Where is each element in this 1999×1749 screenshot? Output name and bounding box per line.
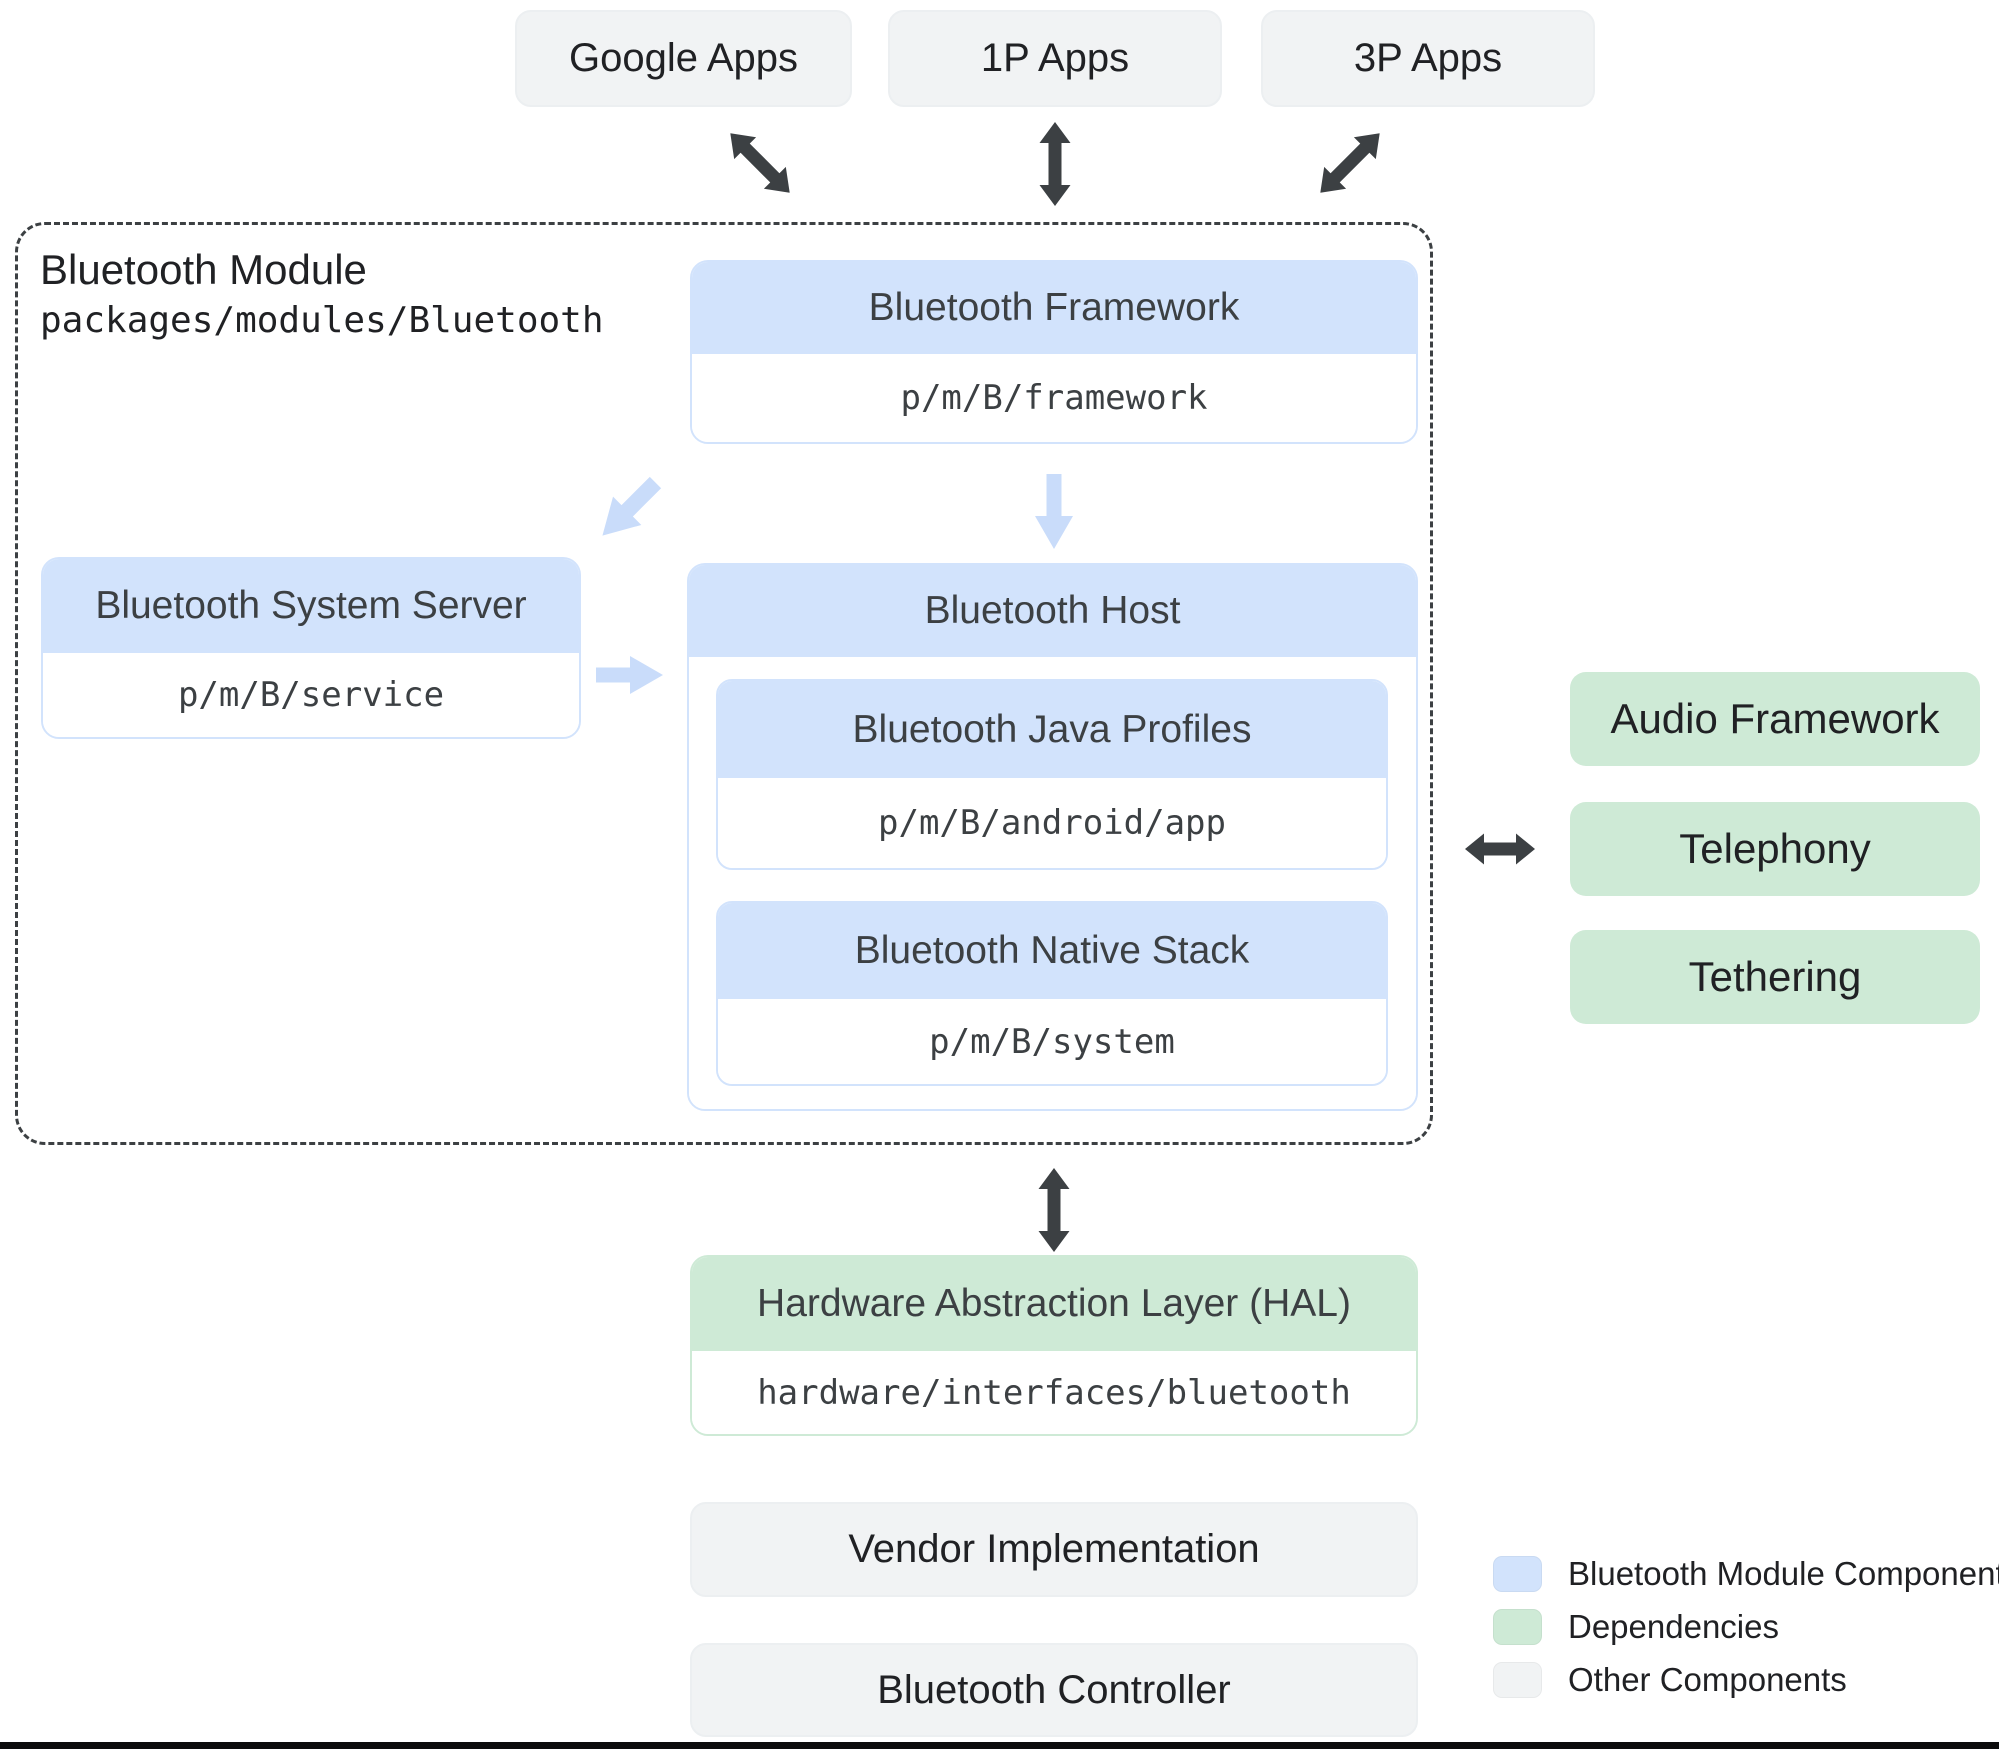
- audio-framework-label: Audio Framework: [1610, 695, 1940, 742]
- telephony-label: Telephony: [1679, 825, 1871, 872]
- legend: Bluetooth Module Components Dependencies…: [1493, 1555, 1999, 1715]
- bluetooth-module-path: packages/modules/Bluetooth: [40, 300, 604, 342]
- first-party-apps-bidirectional-arrow-icon: [1037, 122, 1073, 206]
- legend-label-dependencies: Dependencies: [1568, 1608, 1779, 1645]
- audio-framework-box: Audio Framework: [1570, 672, 1980, 766]
- first-party-apps-box: 1P Apps: [888, 10, 1222, 107]
- bluetooth-host-title: Bluetooth Host: [689, 565, 1416, 657]
- bluetooth-native-stack-title: Bluetooth Native Stack: [718, 903, 1386, 999]
- tethering-box: Tethering: [1570, 930, 1980, 1024]
- legend-item-module-components: Bluetooth Module Components: [1493, 1555, 1999, 1592]
- bluetooth-framework-path: p/m/B/framework: [692, 354, 1416, 442]
- first-party-apps-label: 1P Apps: [980, 36, 1130, 80]
- bluetooth-native-stack-path: p/m/B/system: [718, 999, 1386, 1084]
- bluetooth-system-server-path: p/m/B/service: [43, 653, 579, 737]
- bluetooth-host-body: Bluetooth Java Profiles p/m/B/android/ap…: [689, 657, 1416, 1109]
- vendor-implementation-label: Vendor Implementation: [848, 1527, 1260, 1571]
- host-to-dependencies-bidirectional-arrow-icon: [1465, 831, 1535, 867]
- google-apps-label: Google Apps: [568, 36, 799, 80]
- hal-card: Hardware Abstraction Layer (HAL) hardwar…: [690, 1255, 1418, 1436]
- legend-label-other-components: Other Components: [1568, 1661, 1847, 1698]
- legend-swatch-blue: [1493, 1556, 1542, 1592]
- bluetooth-host-card: Bluetooth Host Bluetooth Java Profiles p…: [687, 563, 1418, 1111]
- module-to-hal-bidirectional-arrow-icon: [1036, 1168, 1072, 1252]
- bluetooth-controller-label: Bluetooth Controller: [877, 1667, 1231, 1712]
- legend-swatch-green: [1493, 1609, 1542, 1645]
- telephony-box: Telephony: [1570, 802, 1980, 896]
- screenshot-bottom-edge: [0, 1742, 1999, 1749]
- bluetooth-java-profiles-title: Bluetooth Java Profiles: [718, 681, 1386, 778]
- tethering-label: Tethering: [1688, 953, 1862, 1000]
- bluetooth-module-label: Bluetooth Module packages/modules/Blueto…: [40, 246, 604, 341]
- bluetooth-module-boundary: [15, 222, 1433, 1145]
- bluetooth-java-profiles-path: p/m/B/android/app: [718, 778, 1386, 868]
- legend-swatch-gray: [1493, 1662, 1542, 1698]
- hal-title: Hardware Abstraction Layer (HAL): [692, 1257, 1416, 1351]
- legend-item-other-components: Other Components: [1493, 1661, 1999, 1698]
- bluetooth-module-title: Bluetooth Module: [40, 246, 367, 293]
- third-party-apps-label: 3P Apps: [1353, 36, 1503, 80]
- bluetooth-native-stack-card: Bluetooth Native Stack p/m/B/system: [716, 901, 1388, 1086]
- system-server-to-host-arrow-icon: [592, 655, 664, 695]
- google-apps-bidirectional-arrow-icon: [718, 121, 803, 206]
- third-party-apps-bidirectional-arrow-icon: [1308, 121, 1393, 206]
- bluetooth-framework-card: Bluetooth Framework p/m/B/framework: [690, 260, 1418, 444]
- hal-path: hardware/interfaces/bluetooth: [692, 1351, 1416, 1434]
- legend-item-dependencies: Dependencies: [1493, 1608, 1999, 1645]
- bluetooth-java-profiles-card: Bluetooth Java Profiles p/m/B/android/ap…: [716, 679, 1388, 870]
- bluetooth-framework-title: Bluetooth Framework: [692, 262, 1416, 354]
- third-party-apps-box: 3P Apps: [1261, 10, 1595, 107]
- google-apps-box: Google Apps: [515, 10, 852, 107]
- framework-to-system-server-arrow-icon: [586, 464, 674, 552]
- bluetooth-system-server-card: Bluetooth System Server p/m/B/service: [41, 557, 581, 739]
- bluetooth-controller-box: Bluetooth Controller: [690, 1643, 1418, 1737]
- bluetooth-system-server-title: Bluetooth System Server: [43, 559, 579, 653]
- framework-to-host-arrow-icon: [1034, 470, 1074, 550]
- vendor-implementation-box: Vendor Implementation: [690, 1502, 1418, 1597]
- legend-label-module-components: Bluetooth Module Components: [1568, 1555, 1999, 1592]
